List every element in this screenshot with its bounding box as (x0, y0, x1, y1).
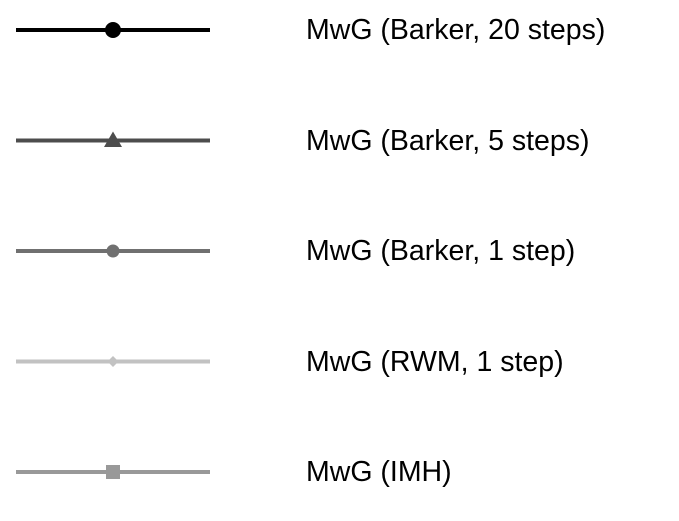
legend-marker-diamond-mwg-rwm-1-step (107, 356, 119, 367)
legend-label-mwg-barker-20-steps: MwG (Barker, 20 steps) (306, 14, 606, 46)
legend-key-mwg-barker-1-step (16, 244, 210, 258)
legend-key-mwg-barker-20-steps (16, 22, 210, 38)
legend-label-mwg-barker-1-step: MwG (Barker, 1 step) (306, 235, 576, 267)
legend-marker-square-mwg-imh (106, 465, 120, 479)
legend-key-mwg-rwm-1-step (16, 356, 210, 367)
legend-marker-circle-mwg-barker-20-steps (105, 22, 121, 38)
legend-key-mwg-imh (16, 465, 210, 479)
legend-label-mwg-imh: MwG (IMH) (306, 456, 452, 488)
legend-marker-circle-mwg-barker-1-step (106, 244, 120, 258)
legend-marker-triangle-mwg-barker-5-steps (104, 131, 122, 147)
legend-key-mwg-barker-5-steps (16, 131, 210, 147)
legend-label-mwg-barker-5-steps: MwG (Barker, 5 steps) (306, 124, 590, 157)
legend-label-mwg-rwm-1-step: MwG (RWM, 1 step) (306, 345, 564, 378)
